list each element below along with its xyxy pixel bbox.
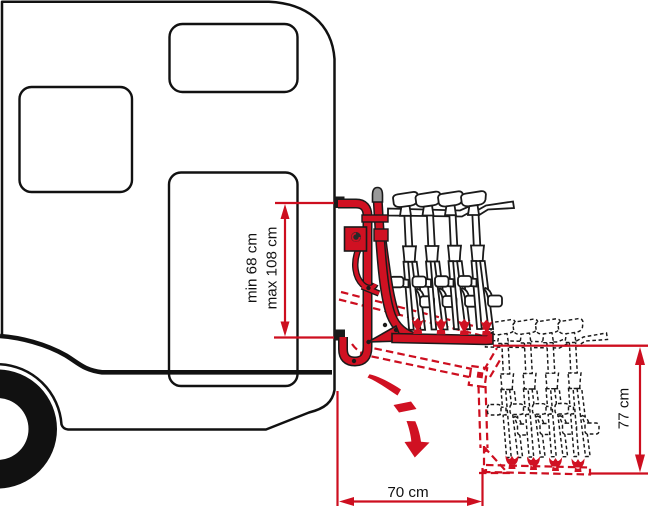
svg-text:min 68 cm: min 68 cm bbox=[244, 233, 261, 303]
svg-text:77 cm: 77 cm bbox=[616, 388, 633, 429]
svg-text:max 108 cm: max 108 cm bbox=[264, 227, 281, 310]
svg-text:70 cm: 70 cm bbox=[387, 484, 428, 501]
